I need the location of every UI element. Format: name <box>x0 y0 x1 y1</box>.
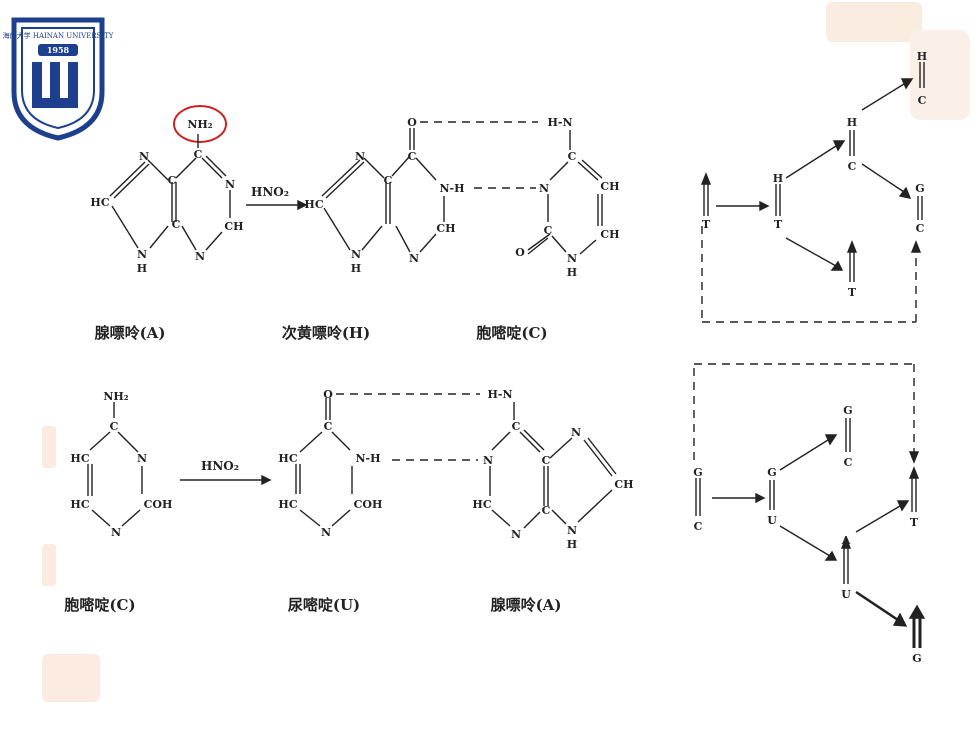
svg-text:O: O <box>407 116 417 129</box>
svg-text:N: N <box>195 250 205 263</box>
svg-text:HC: HC <box>472 498 491 511</box>
scheme2-labels: G C G C G U A T A U G <box>693 404 921 665</box>
svg-text:CH: CH <box>436 222 455 235</box>
svg-text:CH: CH <box>224 220 243 233</box>
svg-text:C: C <box>844 456 853 469</box>
svg-text:C: C <box>544 224 553 237</box>
logo-ring-text: 海南大学 HAINAN UNIVERSITY <box>3 31 114 40</box>
reaction2-labels: NH₂ C HC N HC COH N HNO₂ O C HC N-H HC C… <box>63 388 633 614</box>
svg-text:A: A <box>909 468 919 481</box>
caption-cytosine-2: 胞嘧啶(C) <box>63 596 135 614</box>
svg-text:N: N <box>137 248 147 261</box>
svg-text:O: O <box>515 246 525 259</box>
scheme-transition-2 <box>693 363 926 648</box>
svg-text:C: C <box>694 520 703 533</box>
svg-text:G: G <box>843 404 852 417</box>
svg-text:HC: HC <box>90 196 109 209</box>
reaction1-labels: NH₂ N C N HC C C CH N N H HNO₂ N O C C H… <box>90 116 619 342</box>
svg-text:T: T <box>848 286 857 299</box>
svg-text:H: H <box>567 266 577 279</box>
svg-text:C: C <box>110 420 119 433</box>
svg-text:NH₂: NH₂ <box>103 390 128 403</box>
svg-text:H-N: H-N <box>547 116 572 129</box>
caption-cytosine: 胞嘧啶(C) <box>475 324 547 342</box>
svg-text:HC: HC <box>70 498 89 511</box>
atom-nh2: NH₂ <box>187 118 212 131</box>
svg-text:G: G <box>915 182 924 195</box>
svg-text:COH: COH <box>354 498 383 511</box>
svg-text:HC: HC <box>304 198 323 211</box>
svg-text:N: N <box>321 526 331 539</box>
svg-text:C: C <box>408 150 417 163</box>
caption-adenine: 腺嘌呤(A) <box>95 324 166 342</box>
svg-text:N: N <box>483 454 493 467</box>
svg-text:G: G <box>767 466 776 479</box>
svg-text:C: C <box>568 150 577 163</box>
svg-text:H: H <box>773 172 783 185</box>
logo-year: 1958 <box>47 45 70 55</box>
svg-text:U: U <box>841 588 851 601</box>
svg-text:C: C <box>542 454 551 467</box>
svg-text:C: C <box>916 222 925 235</box>
svg-text:C: C <box>542 504 551 517</box>
decorative-stamps <box>42 2 970 702</box>
svg-text:N: N <box>139 150 149 163</box>
svg-text:C: C <box>194 148 203 161</box>
university-logo: 1958 海南大学 HAINAN UNIVERSITY <box>3 17 114 141</box>
reagent-label: HNO₂ <box>251 185 289 199</box>
svg-text:CH: CH <box>600 180 619 193</box>
svg-text:N: N <box>567 524 577 537</box>
svg-text:H: H <box>847 116 857 129</box>
svg-text:N: N <box>571 426 581 439</box>
svg-text:H-N: H-N <box>487 388 512 401</box>
svg-text:N: N <box>355 150 365 163</box>
svg-text:N: N <box>351 248 361 261</box>
svg-text:N: N <box>511 528 521 541</box>
svg-text:O: O <box>323 388 333 401</box>
svg-text:COH: COH <box>144 498 173 511</box>
svg-text:C: C <box>324 420 333 433</box>
reaction-cytosine-to-uracil <box>87 393 617 529</box>
svg-text:U: U <box>767 514 777 527</box>
caption-adenine-2: 腺嘌呤(A) <box>491 596 562 614</box>
svg-text:HC: HC <box>278 452 297 465</box>
scheme-transition-1 <box>700 62 925 323</box>
caption-hypoxanthine: 次黄嘌呤(H) <box>282 324 370 342</box>
svg-text:CH: CH <box>614 478 633 491</box>
svg-text:H: H <box>137 262 147 275</box>
svg-text:N-H: N-H <box>439 182 464 195</box>
reaction-adenine-to-hypoxanthine <box>109 105 603 255</box>
caption-uracil: 尿嘧啶(U) <box>288 596 360 614</box>
svg-text:C: C <box>168 174 177 187</box>
svg-text:T: T <box>702 218 711 231</box>
svg-text:C: C <box>918 94 927 107</box>
svg-text:N-H: N-H <box>355 452 380 465</box>
svg-text:H: H <box>351 262 361 275</box>
svg-text:N: N <box>111 526 121 539</box>
svg-text:N: N <box>137 452 147 465</box>
svg-text:C: C <box>172 218 181 231</box>
svg-text:A: A <box>841 534 851 547</box>
svg-text:T: T <box>910 516 919 529</box>
svg-text:G: G <box>693 466 702 479</box>
svg-text:N: N <box>409 252 419 265</box>
svg-text:N: N <box>539 182 549 195</box>
svg-text:C: C <box>384 174 393 187</box>
svg-text:CH: CH <box>600 228 619 241</box>
reagent-label-2: HNO₂ <box>201 459 239 473</box>
svg-text:H: H <box>917 50 927 63</box>
scheme1-labels: H C H C G C T H T T <box>702 50 927 299</box>
svg-text:N: N <box>225 178 235 191</box>
svg-text:HC: HC <box>278 498 297 511</box>
svg-text:G: G <box>912 652 921 665</box>
svg-text:N: N <box>567 252 577 265</box>
svg-text:C: C <box>512 420 521 433</box>
svg-text:T: T <box>774 218 783 231</box>
svg-text:HC: HC <box>70 452 89 465</box>
svg-text:H: H <box>567 538 577 551</box>
svg-text:C: C <box>848 160 857 173</box>
